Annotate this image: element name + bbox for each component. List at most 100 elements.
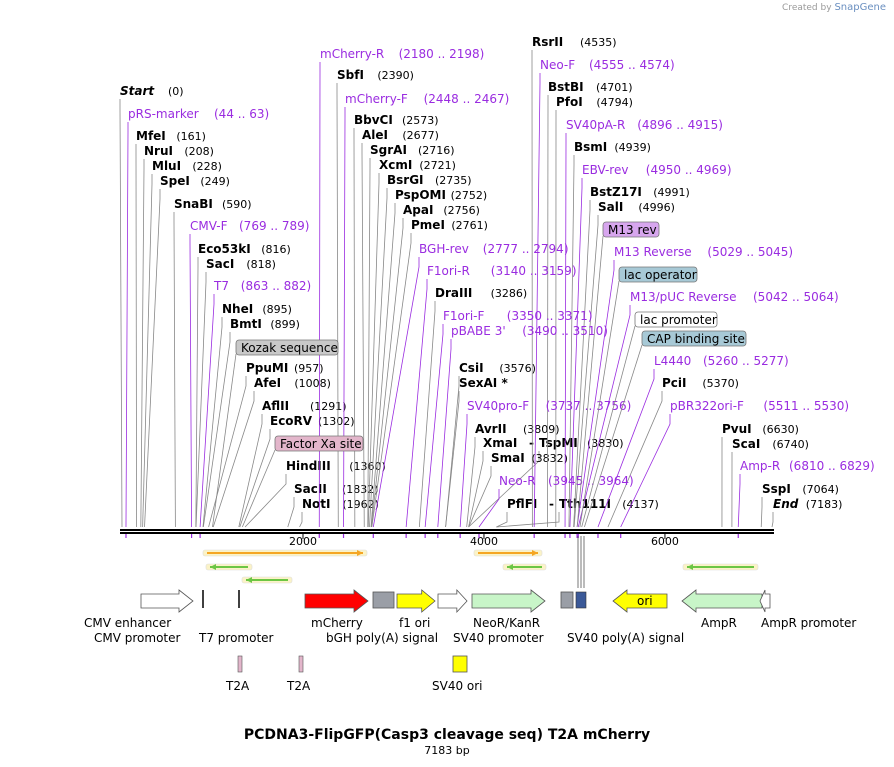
boxed-label-box: [602, 221, 660, 238]
enzyme-label: BstBI: [548, 80, 584, 94]
primer-leader-line: [424, 324, 444, 528]
feature-box: [560, 591, 574, 609]
enzyme-label: SacII: [294, 482, 327, 496]
enzyme-leader-line: [144, 189, 161, 528]
feature-arrow: [396, 589, 436, 613]
feature-label: CMV enhancer: [84, 616, 171, 630]
enzyme-label: AfeI: [254, 376, 281, 390]
enzyme-position: (4991): [653, 186, 690, 199]
enzyme-label: BstZ17I: [590, 185, 642, 199]
boxed-label-leader: [212, 353, 237, 528]
enzyme-position: (3576): [499, 362, 536, 375]
feature-label: f1 ori: [399, 616, 430, 630]
primer-label: BGH-rev: [419, 242, 469, 256]
enzyme-label: End: [773, 497, 799, 511]
enzyme-position: (7064): [802, 483, 839, 496]
enzyme-label: NruI: [144, 144, 173, 158]
feature-label: T2A: [286, 679, 311, 693]
feature-box: [452, 655, 468, 673]
enzyme-position: (4535): [580, 36, 617, 49]
primer-label: SV40pro-F: [467, 399, 529, 413]
enzyme-position: (2390): [377, 69, 414, 82]
feature-arrow: [471, 589, 546, 613]
enzyme-leader-line: [287, 497, 295, 528]
enzyme-leader-line: [496, 512, 560, 528]
enzyme-leader-line: [445, 391, 460, 528]
primer-leader-line: [620, 414, 671, 528]
enzyme-label: AflII: [262, 399, 289, 413]
enzyme-label: RsrII: [532, 35, 563, 49]
enzyme-position: (4794): [596, 96, 633, 109]
orf-arrow-reverse-head: [210, 564, 216, 570]
enzyme-position: (2735): [435, 174, 472, 187]
orf-arrow-forward-head: [532, 550, 538, 556]
boxed-label-text: M13 rev: [608, 223, 657, 237]
enzyme-label: PspOMI: [395, 188, 446, 202]
feature-label: SV40 promoter: [453, 631, 544, 645]
enzyme-position: (2716): [418, 144, 455, 157]
enzyme-position: (3832): [531, 452, 568, 465]
enzyme-label: PflFI: [507, 497, 537, 511]
feature-label: CMV promoter: [94, 631, 181, 645]
primer-label: EBV-rev: [582, 163, 628, 177]
enzyme-position: (7183): [806, 498, 843, 511]
boxed-label-text: lac promoter: [640, 313, 717, 327]
orf-arrow-forward-head: [357, 550, 363, 556]
enzyme-label: MfeI: [136, 129, 166, 143]
primer-range: (3140 .. 3159): [491, 264, 577, 278]
enzyme-label: SacI: [206, 257, 234, 271]
enzyme-leader-line: [418, 301, 436, 528]
feature-label: T7 promoter: [198, 631, 274, 645]
primer-leader-line: [478, 489, 500, 528]
enzyme-position: (816): [261, 243, 291, 256]
enzyme-label: SbfI: [337, 68, 364, 82]
enzyme-position: (2721): [419, 159, 456, 172]
primer-range: (5511 .. 5530): [763, 399, 849, 413]
enzyme-leader-line: [202, 332, 231, 528]
enzyme-leader-line: [353, 128, 356, 528]
enzyme-label: SspI: [762, 482, 791, 496]
boxed-label-leader: [241, 449, 276, 528]
primer-range: (769 .. 789): [239, 219, 309, 233]
feature-arrow: [140, 589, 194, 613]
boxed-label-box: [641, 330, 747, 347]
boxed-label-text: Kozak sequence: [241, 341, 338, 355]
boxed-label-leader: [584, 344, 643, 528]
boxed-label-text: Factor Xa site: [280, 437, 362, 451]
enzyme-position: (3830): [587, 437, 624, 450]
enzyme-leader-line: [173, 212, 176, 528]
primer-leader-line: [343, 107, 346, 528]
enzyme-position: (5370): [702, 377, 739, 390]
primer-leader-line: [199, 294, 215, 528]
enzyme-label: HindIII: [286, 459, 331, 473]
enzyme-position: (2756): [443, 204, 480, 217]
enzyme-label: NheI: [222, 302, 253, 316]
map-title: PCDNA3-FlipGFP(Casp3 cleavage seq) T2A m…: [243, 727, 651, 743]
primer-leader-line: [189, 234, 192, 528]
enzyme-leader-line: [496, 512, 508, 528]
enzyme-label: PpuMI: [246, 361, 288, 375]
primer-range: (4896 .. 4915): [637, 118, 723, 132]
ruler-tick-label: 2000: [289, 535, 317, 548]
enzyme-leader-line: [367, 158, 371, 528]
primer-leader-line: [318, 62, 321, 528]
enzyme-label: TspMI: [539, 436, 578, 450]
enzyme-leader-line: [573, 200, 591, 528]
boxed-label-box: [618, 266, 698, 283]
boxed-label-text: CAP binding site: [647, 332, 745, 346]
feature-box: [372, 591, 395, 609]
credit-text: Created by: [782, 3, 832, 13]
primer-range: (4555 .. 4574): [589, 58, 675, 72]
feature-small-box: [298, 655, 304, 673]
orf-arrow-reverse-head: [687, 564, 693, 570]
primer-label: mCherry-F: [345, 92, 408, 106]
enzyme-label: ApaI: [403, 203, 433, 217]
enzyme-label: MluI: [152, 159, 181, 173]
snapgene-brand: SnapGene: [834, 2, 886, 13]
separator-dash: -: [529, 436, 534, 450]
enzyme-label: SalI: [598, 200, 623, 214]
boxed-label-box: [235, 339, 339, 356]
enzyme-leader-line: [142, 174, 153, 528]
enzyme-position: (6740): [772, 438, 809, 451]
enzyme-position: (4701): [596, 81, 633, 94]
